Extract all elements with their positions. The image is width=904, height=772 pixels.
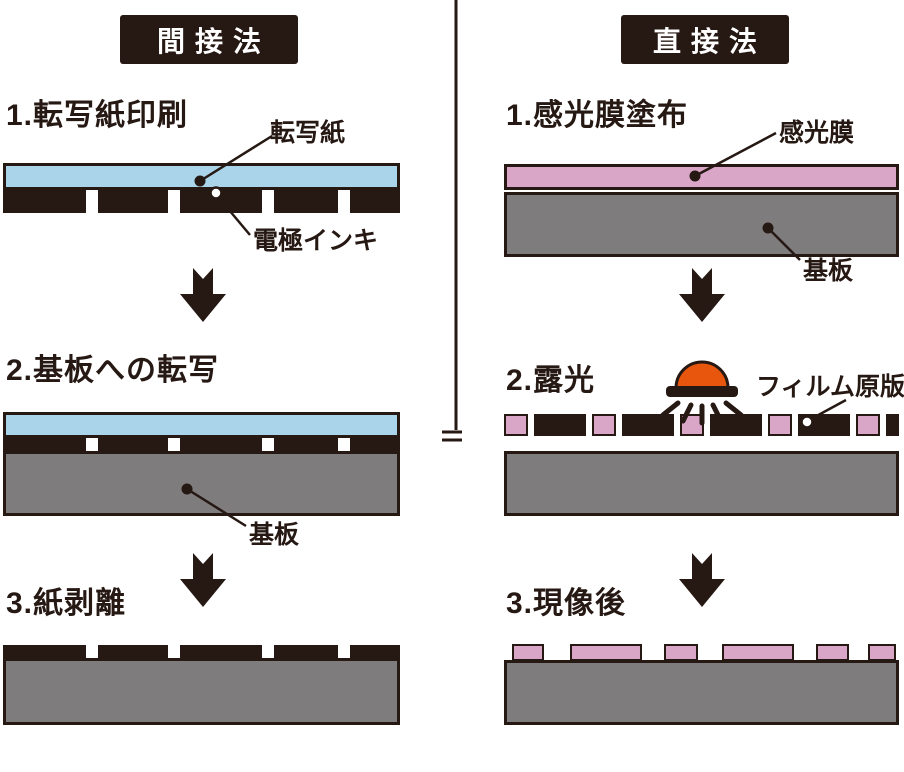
ink-segment (274, 645, 338, 659)
right-step3-label: 3.現像後 (506, 587, 627, 620)
photosensitive-segment (504, 414, 528, 436)
photosensitive-segment (856, 414, 880, 436)
right-method-header: 直接法 (621, 15, 789, 64)
film-mask-segment (886, 414, 899, 436)
divider-line (442, 0, 462, 442)
developed-segment (868, 644, 896, 661)
down-arrow-icon (180, 553, 226, 607)
ink-segment (180, 190, 262, 213)
ink-segment (274, 438, 338, 451)
down-arrow-icon (679, 268, 725, 322)
film-mask-segment (622, 414, 674, 436)
photosensitive-segment (680, 414, 704, 436)
substrate-layer (3, 658, 400, 725)
ink-segment (274, 190, 338, 213)
left-step1-label: 1.転写紙印刷 (6, 99, 189, 132)
film-mask-segment (534, 414, 586, 436)
transfer-paper-layer (3, 163, 400, 190)
left-step3-label: 3.紙剥離 (6, 587, 127, 620)
left-step2-label: 2.基板への転写 (6, 354, 220, 387)
down-arrow-icon (679, 553, 725, 607)
substrate-left-callout: 基板 (249, 521, 300, 549)
down-arrow-icon (180, 268, 226, 322)
ink-segment (350, 438, 400, 451)
transfer-paper-layer (3, 412, 400, 438)
ink-segment (98, 645, 168, 659)
developed-segment (664, 644, 698, 661)
ink-segment (180, 645, 262, 659)
substrate-layer (3, 451, 400, 516)
ink-segment (350, 645, 400, 659)
left-method-header: 間接法 (120, 15, 298, 64)
film-mask-segment (798, 414, 850, 436)
photosensitive-segment (592, 414, 616, 436)
developed-segment (816, 644, 849, 661)
photosensitive-film-layer (504, 164, 899, 190)
ink-segment (3, 438, 86, 451)
ink-segment (350, 190, 400, 213)
film-mask-segment (710, 414, 762, 436)
right-step1-label: 1.感光膜塗布 (506, 99, 689, 132)
photosensitive-film-callout: 感光膜 (779, 119, 855, 147)
developed-segment (512, 644, 544, 661)
substrate-layer (504, 660, 899, 725)
ink-segment (3, 190, 86, 213)
right-step2-label: 2.露光 (506, 364, 596, 397)
photosensitive-segment (768, 414, 792, 436)
ink-segment (98, 438, 168, 451)
film-mask-callout: フィルム原版 (756, 373, 904, 401)
ink-segment (3, 645, 86, 659)
developed-segment (570, 644, 642, 661)
substrate-right-callout: 基板 (803, 257, 854, 285)
transfer-paper-callout: 転写紙 (270, 119, 346, 147)
substrate-layer (504, 451, 899, 516)
ink-segment (98, 190, 168, 213)
ink-segment (180, 438, 262, 451)
electrode-ink-callout: 電極インキ (253, 227, 379, 255)
substrate-layer (504, 192, 899, 257)
developed-segment (722, 644, 794, 661)
